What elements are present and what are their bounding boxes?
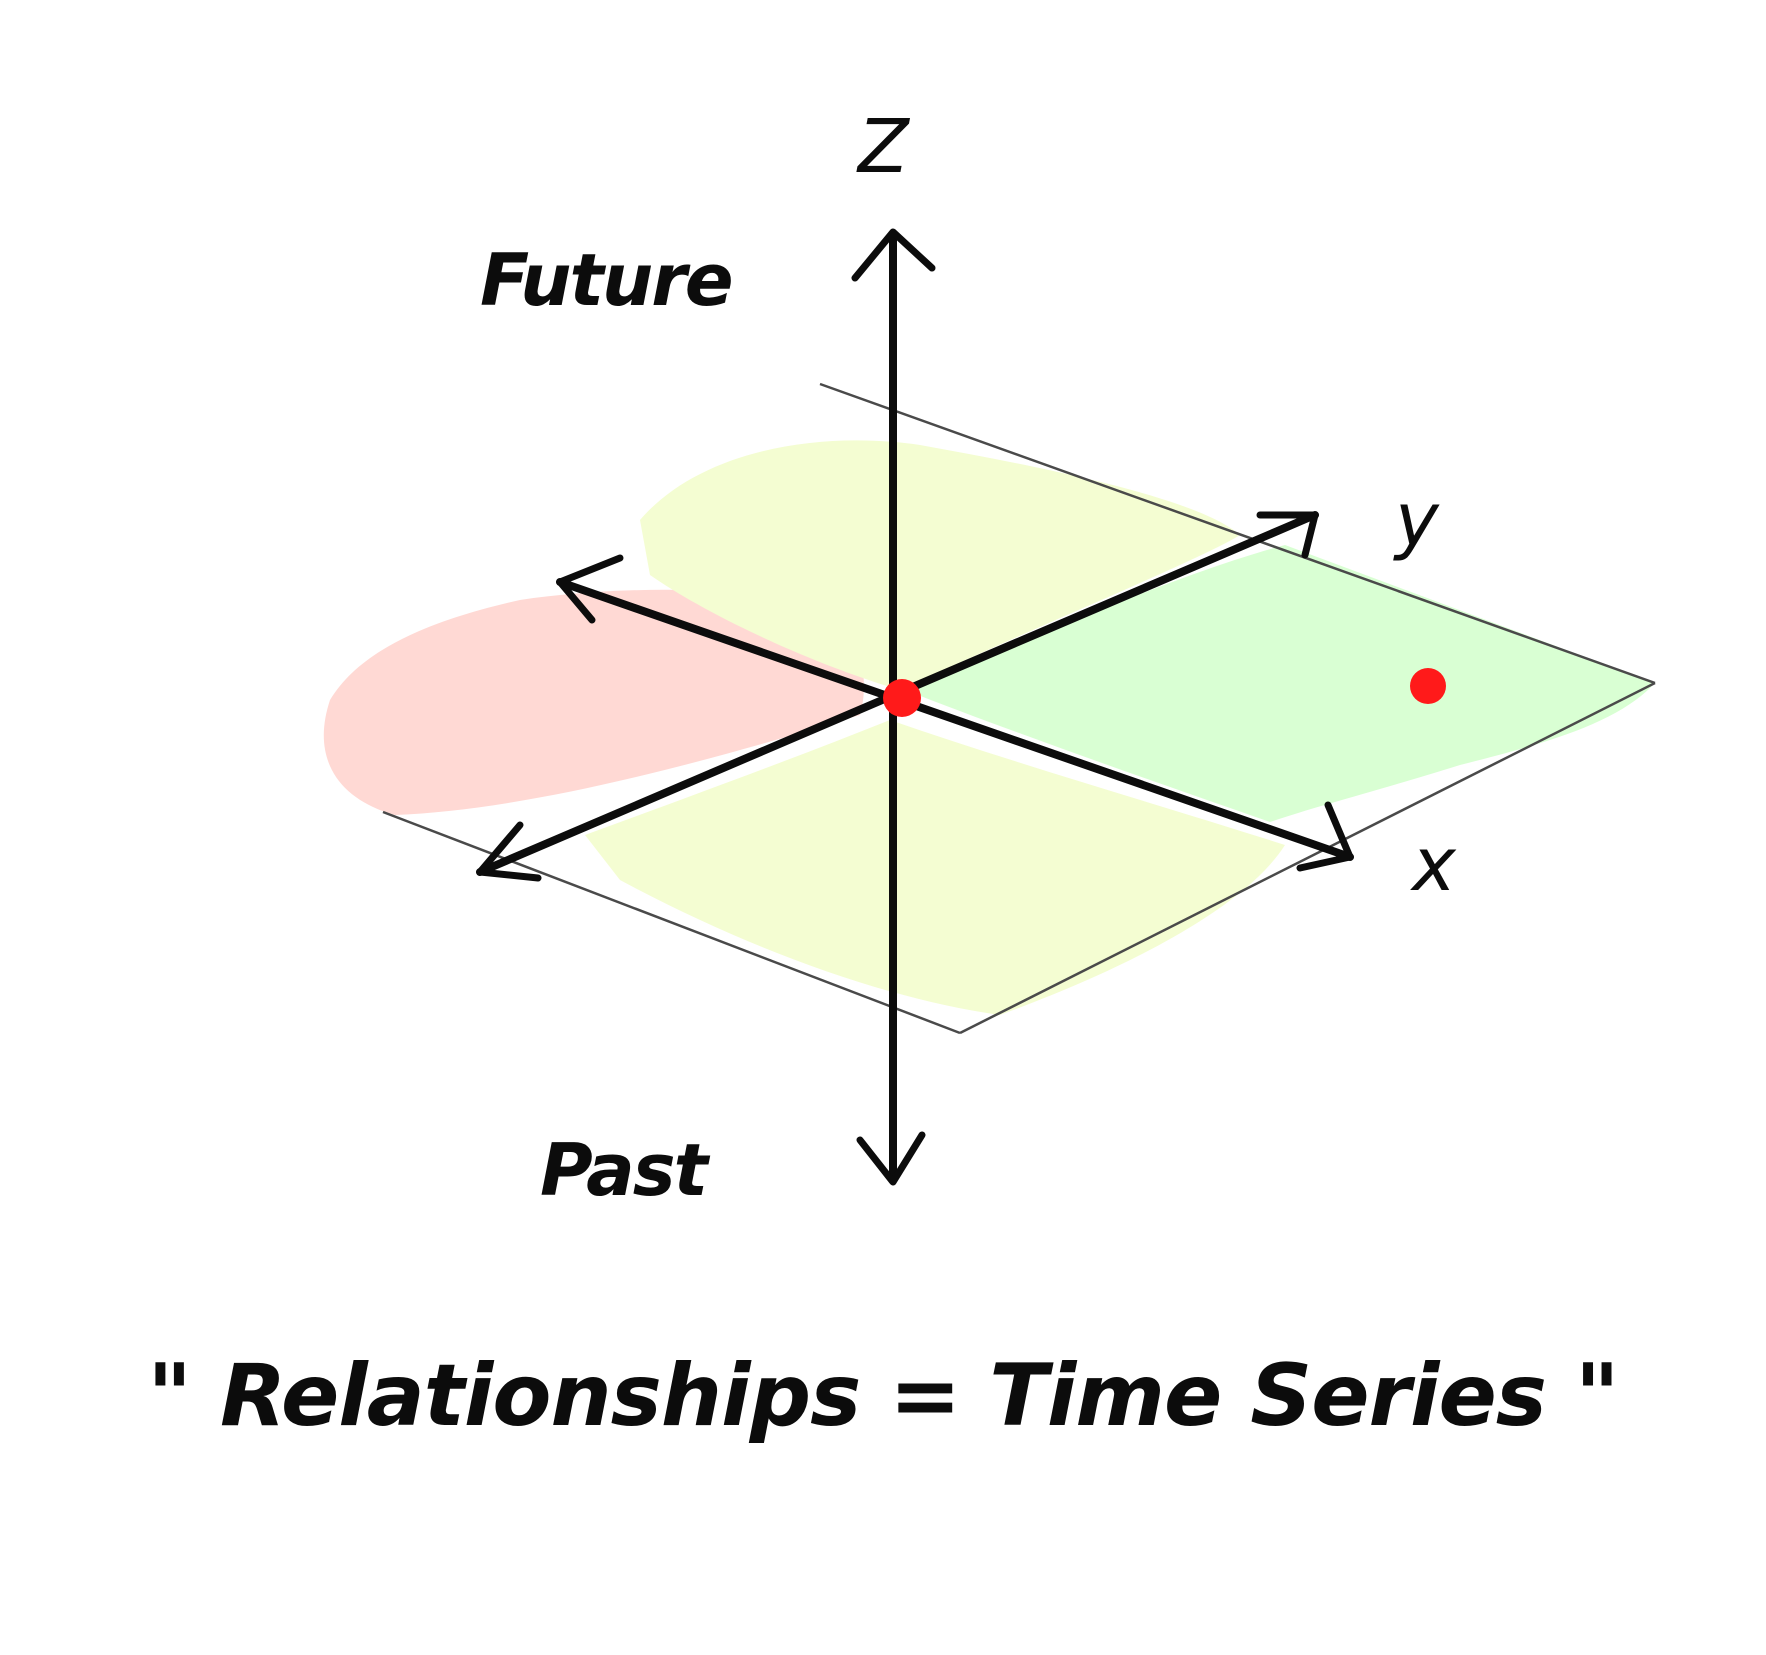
z-axis-label: Z (856, 104, 911, 190)
y-axis-arrowhead-right (1256, 511, 1319, 559)
z-axis-arrowhead-down (856, 1131, 926, 1186)
future-label: Future (480, 238, 732, 322)
x-axis-arrowhead-right (1296, 801, 1354, 872)
plane-edge-back-left (819, 382, 1656, 685)
past-label: Past (540, 1128, 711, 1212)
plane-edge-front-left (382, 810, 961, 1035)
caption: " Relationships = Time Series " (147, 1346, 1618, 1446)
y-axis-arrowhead-left (476, 821, 542, 882)
y-axis-label: y (1393, 477, 1440, 563)
red-region (323, 589, 864, 815)
plane-edge-front-right (959, 681, 1656, 1035)
yellow-region-upper (640, 440, 1240, 690)
x-axis-line (556, 578, 1354, 861)
origin-point (883, 679, 921, 717)
data-point (1410, 668, 1446, 704)
x-axis-arrowhead-left (556, 554, 624, 624)
z-axis-arrowhead-up (851, 228, 936, 282)
x-axis-label: x (1410, 822, 1457, 908)
yellow-region-lower (585, 720, 1285, 1015)
